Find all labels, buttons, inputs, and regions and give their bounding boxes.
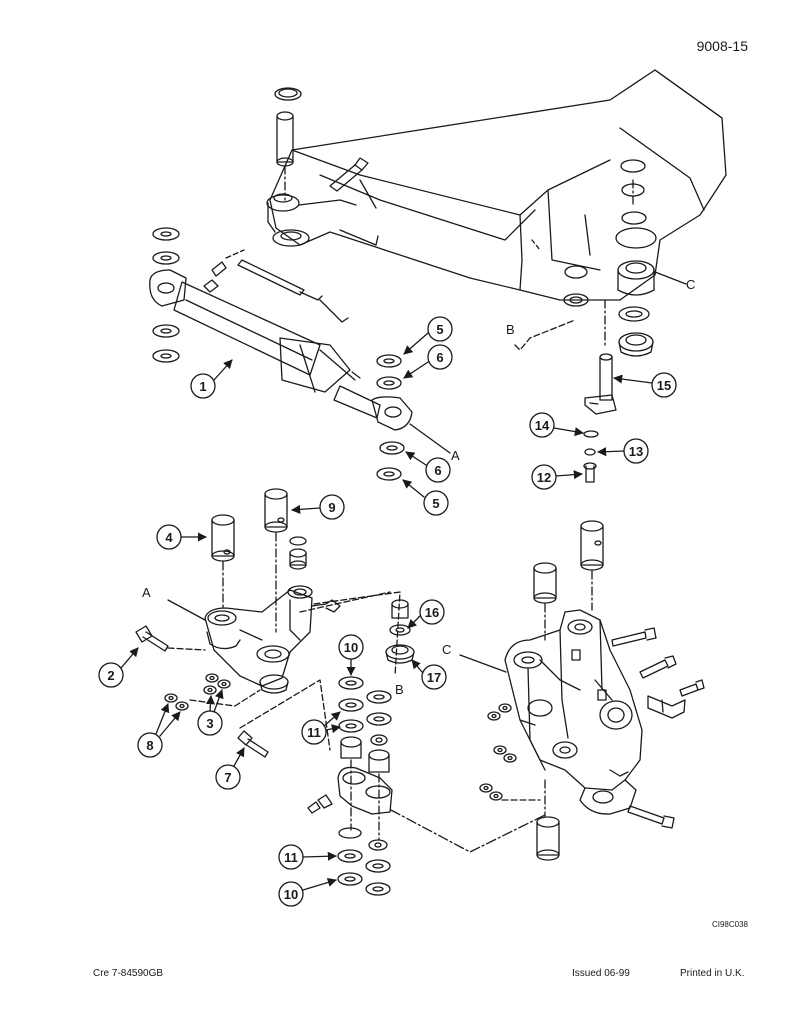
callout-6-bottom: 6 (434, 463, 441, 478)
beam-bolt (329, 157, 369, 192)
bushing-stack-upper (289, 536, 307, 570)
knuckle-nuts (479, 703, 541, 801)
ref-b-leader (313, 591, 401, 677)
callout-14: 14 (535, 418, 550, 433)
knuckle-pins (533, 520, 604, 861)
callout-4: 4 (165, 530, 173, 545)
beam-right-knuckle (563, 159, 657, 357)
callout-circle-1 (190, 373, 216, 399)
cylinder-right-washers (376, 354, 405, 481)
ref-c-top: C (686, 277, 695, 292)
callout-15: 15 (657, 378, 671, 393)
callout-7: 7 (224, 770, 231, 785)
retaining-ring (274, 87, 302, 101)
callout-10-top: 10 (344, 640, 358, 655)
ref-a-leader (409, 423, 451, 454)
ref-c-leader (654, 271, 687, 285)
footer-document-ref: Cre 7-84590GB (93, 968, 164, 979)
ref-b-leader (514, 319, 576, 351)
callout-11-bottom: 11 (284, 850, 298, 865)
knuckle-bolts (611, 627, 705, 829)
bushing-stack-lower (337, 827, 391, 896)
figure-code: CI98C038 (711, 920, 748, 929)
pin-9 (264, 488, 288, 533)
beam-left-clevis (266, 193, 357, 247)
small-fasteners-right (583, 430, 599, 483)
footer-printed: Printed in U.K. (680, 968, 745, 979)
callout-11-top: 11 (307, 725, 321, 740)
dash-leader (390, 809, 546, 853)
callout-6-top: 6 (436, 350, 443, 365)
callout-2: 2 (107, 668, 114, 683)
ref-b-bottom: B (395, 682, 404, 697)
callout-8: 8 (146, 738, 153, 753)
ref-c-bottom: C (442, 642, 451, 657)
top-pivot-pin (276, 111, 294, 167)
bolt-7 (237, 730, 269, 758)
dash-leader (189, 689, 261, 707)
steering-knuckle (504, 609, 643, 815)
ref-b-top: B (506, 322, 515, 337)
callout-16: 16 (425, 605, 439, 620)
pivot-bracket (204, 585, 341, 694)
callout-5-bottom: 5 (432, 496, 439, 511)
callout-5-top: 5 (436, 322, 443, 337)
pin-4 (211, 514, 235, 562)
callout-3: 3 (206, 716, 213, 731)
axle-clamp (307, 766, 393, 815)
callout-12: 12 (537, 470, 551, 485)
callout-9: 9 (328, 500, 335, 515)
ref-a-bottom: A (142, 585, 151, 600)
nuts-3 (203, 673, 231, 695)
dash-leader (239, 679, 331, 751)
ref-a-leader (167, 599, 206, 621)
page-number: 9008-15 (696, 38, 748, 54)
hydraulic-fittings (203, 249, 349, 323)
cylinder-left-washers (152, 227, 180, 363)
ref-c-leader (459, 654, 507, 673)
callout-10-bottom: 10 (284, 887, 298, 902)
callout-17: 17 (427, 670, 441, 685)
bolt-2 (135, 625, 206, 652)
bushing-stack-center (338, 676, 392, 773)
axle-beam (269, 69, 727, 301)
steering-cylinder (149, 269, 413, 431)
footer-issued: Issued 06-99 (572, 968, 630, 979)
callout-1: 1 (199, 379, 206, 394)
bushing-stack-16-17 (385, 599, 415, 664)
ref-a-top: A (451, 448, 460, 463)
king-pin (584, 353, 617, 415)
callout-13: 13 (629, 444, 643, 459)
dash-leader (299, 591, 391, 613)
nuts-8 (164, 693, 189, 711)
